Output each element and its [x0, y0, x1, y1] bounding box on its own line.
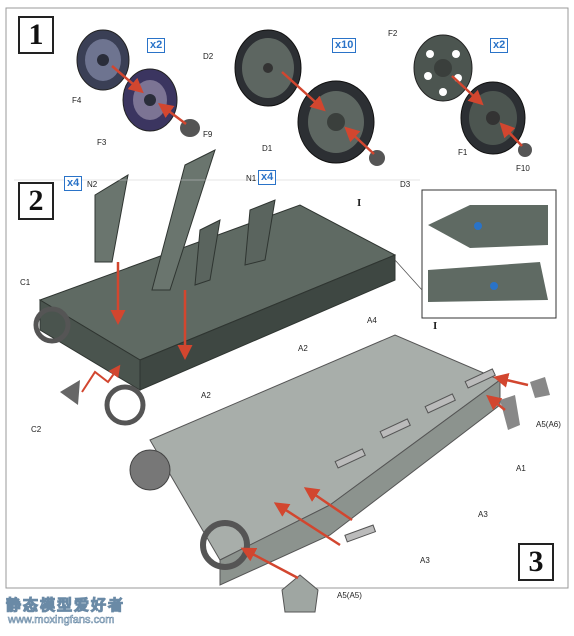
front-sprocket [200, 520, 250, 570]
hub-cap-f10 [518, 143, 532, 157]
part-a5-a6 [530, 377, 550, 398]
armor-plates-n [94, 149, 276, 291]
label-d2: D2 [203, 52, 214, 61]
wheel-f3 [122, 68, 178, 132]
label-f10: F10 [516, 164, 530, 173]
label-a3-bottom: A3 [420, 556, 430, 565]
road-wheel-d2 [234, 29, 302, 107]
arrow-cap-d1 [344, 126, 375, 155]
label-f1: F1 [458, 148, 468, 157]
label-n1: N1 [246, 174, 257, 183]
detail-upper-view [428, 205, 548, 248]
quantity-badge-idler: x2 [490, 38, 509, 53]
step-number-1: 1 [18, 16, 54, 54]
arrow-f9-f3 [158, 103, 187, 125]
label-f2: F2 [388, 29, 398, 38]
quantity-badge-n1: x4 [258, 170, 277, 185]
road-wheel-d1 [297, 80, 375, 164]
label-f4: F4 [72, 96, 82, 105]
label-a1: A1 [516, 464, 526, 473]
label-a4: A4 [367, 316, 377, 325]
arrow-f10-f1 [499, 122, 523, 147]
wheel-f4 [76, 29, 130, 91]
sprocket-c2 [60, 380, 146, 426]
label-d1: D1 [262, 144, 273, 153]
bumper-a5 [281, 574, 319, 613]
arrow-f2-f1 [451, 75, 484, 106]
label-a2-left: A2 [201, 391, 211, 400]
watermark-title: 静态模型爱好者 [5, 597, 126, 615]
label-d3: D3 [400, 180, 411, 189]
sprocket-c1 [33, 306, 71, 344]
quantity-badge-n2: x4 [64, 176, 83, 191]
label-a3-right: A3 [478, 510, 488, 519]
arrow-a3-1 [273, 502, 341, 547]
arrow-d2-d1 [281, 71, 326, 112]
label-a2-top: A2 [298, 344, 308, 353]
arrow-c2 [81, 364, 121, 393]
label-c2: C2 [31, 425, 42, 434]
leader-detail [394, 259, 423, 291]
quantity-badge-f: x2 [147, 38, 166, 53]
label-a5-a6-right: A5(A6) [536, 420, 561, 429]
label-c1: C1 [20, 278, 31, 287]
arrow-f4-f3 [111, 65, 144, 94]
arrow-a1 [486, 394, 506, 411]
quantity-badge-d: x10 [332, 38, 357, 53]
view-mark-upper: I [357, 197, 362, 209]
swing-arms-a3 [334, 368, 496, 543]
arrow-a3-2 [303, 487, 353, 522]
view-mark-lower: I [433, 320, 438, 332]
rear-sprocket [129, 449, 171, 491]
label-n2: N2 [87, 180, 98, 189]
part-a1 [500, 395, 520, 430]
detail-lower-view [428, 262, 548, 302]
step-number-3: 3 [518, 543, 554, 581]
label-f9: F9 [203, 130, 213, 139]
label-a5-a5: A5(A5) [337, 591, 362, 600]
arrow-a6 [493, 372, 529, 388]
idler-f2 [413, 34, 473, 102]
label-f3: F3 [97, 138, 107, 147]
step-number-2: 2 [18, 182, 54, 220]
arrow-a5 [240, 547, 299, 580]
watermark-url: www.moxingfans.com [8, 614, 115, 627]
